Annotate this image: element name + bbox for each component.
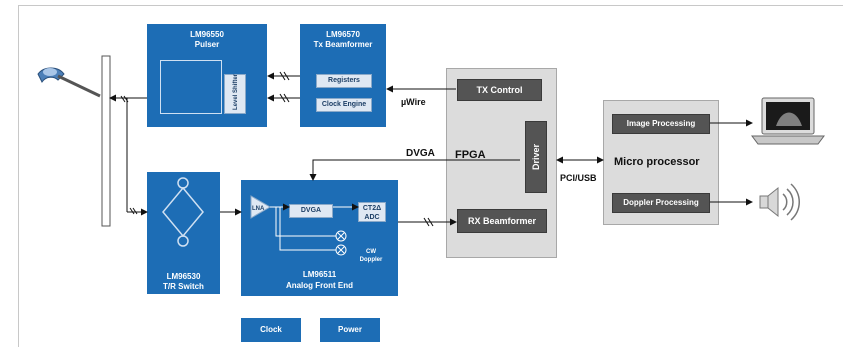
laptop-icon	[751, 97, 825, 145]
microprocessor-title: Micro processor	[614, 156, 700, 168]
pulser-part-label: LM96550	[190, 30, 224, 39]
fpga-block: TX Control FPGA Driver RX Beamformer	[446, 68, 557, 258]
uwire-label: µWire	[401, 97, 426, 107]
clock-engine-box: Clock Engine	[316, 98, 372, 112]
power-block: Power	[320, 318, 380, 342]
microprocessor-block: Image Processing Micro processor Doppler…	[603, 100, 719, 225]
pulser-name-label: Pulser	[194, 40, 220, 49]
dvga-box: DVGA	[289, 204, 333, 218]
registers-box: Registers	[316, 74, 372, 88]
doppler-processing-box: Doppler Processing	[612, 193, 710, 213]
diagram-frame	[18, 5, 843, 347]
dvga-connection-label: DVGA	[406, 148, 435, 159]
pulser-block: LM96550 Pulser Level Shifter	[147, 24, 267, 127]
clock-block: Clock	[241, 318, 301, 342]
tr-switch-name-label: T/R Switch	[163, 282, 204, 291]
fpga-title: FPGA	[455, 149, 486, 161]
tr-switch-block: LM96530 T/R Switch	[147, 172, 220, 294]
rx-beamformer-box: RX Beamformer	[457, 209, 547, 233]
tx-beamformer-name-label: Tx Beamformer	[313, 40, 373, 49]
tr-switch-part-label: LM96530	[166, 272, 201, 281]
tx-control-box: TX Control	[457, 79, 542, 101]
adc-box: CT2Δ ADC	[358, 202, 386, 222]
transducer-bar	[101, 55, 111, 227]
level-shifter-box: Level Shifter	[224, 74, 246, 114]
afe-part-label: LM96511	[302, 270, 337, 279]
afe-name-label: Analog Front End	[285, 281, 354, 290]
image-processing-box: Image Processing	[612, 114, 710, 134]
pulser-circuit	[160, 60, 222, 114]
speaker-icon	[759, 183, 800, 221]
clock-label: Clock	[260, 325, 282, 334]
power-label: Power	[337, 325, 362, 334]
afe-block: LM96511 Analog Front End DVGA CT2Δ ADC C…	[241, 180, 398, 296]
tr-switch-diamond	[162, 177, 204, 247]
tx-beamformer-block: LM96570 Tx Beamformer Registers Clock En…	[300, 24, 386, 127]
cw-doppler-label: CW Doppler	[359, 249, 383, 263]
lna-label: LNA	[252, 206, 265, 212]
afe-internals: LNA	[250, 195, 359, 256]
probe-icon	[37, 67, 101, 98]
tx-beamformer-part-label: LM96570	[326, 30, 360, 39]
driver-box: Driver	[525, 121, 547, 193]
pci-usb-label: PCI/USB	[560, 173, 597, 183]
